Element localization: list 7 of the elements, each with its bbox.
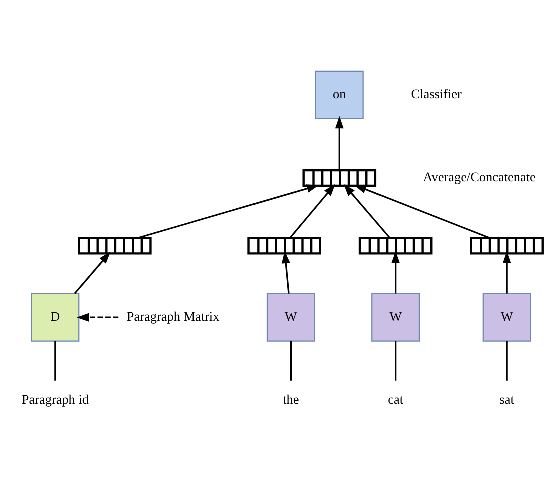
node-text: Paragraph id xyxy=(22,392,89,407)
label: Classifier xyxy=(411,86,462,102)
label: Average/Concatenate xyxy=(423,169,536,184)
node-text: the xyxy=(283,392,300,407)
node-text: Paragraph Matrix xyxy=(126,308,220,324)
node-text: sat xyxy=(500,392,514,407)
node-text: cat xyxy=(388,392,404,407)
